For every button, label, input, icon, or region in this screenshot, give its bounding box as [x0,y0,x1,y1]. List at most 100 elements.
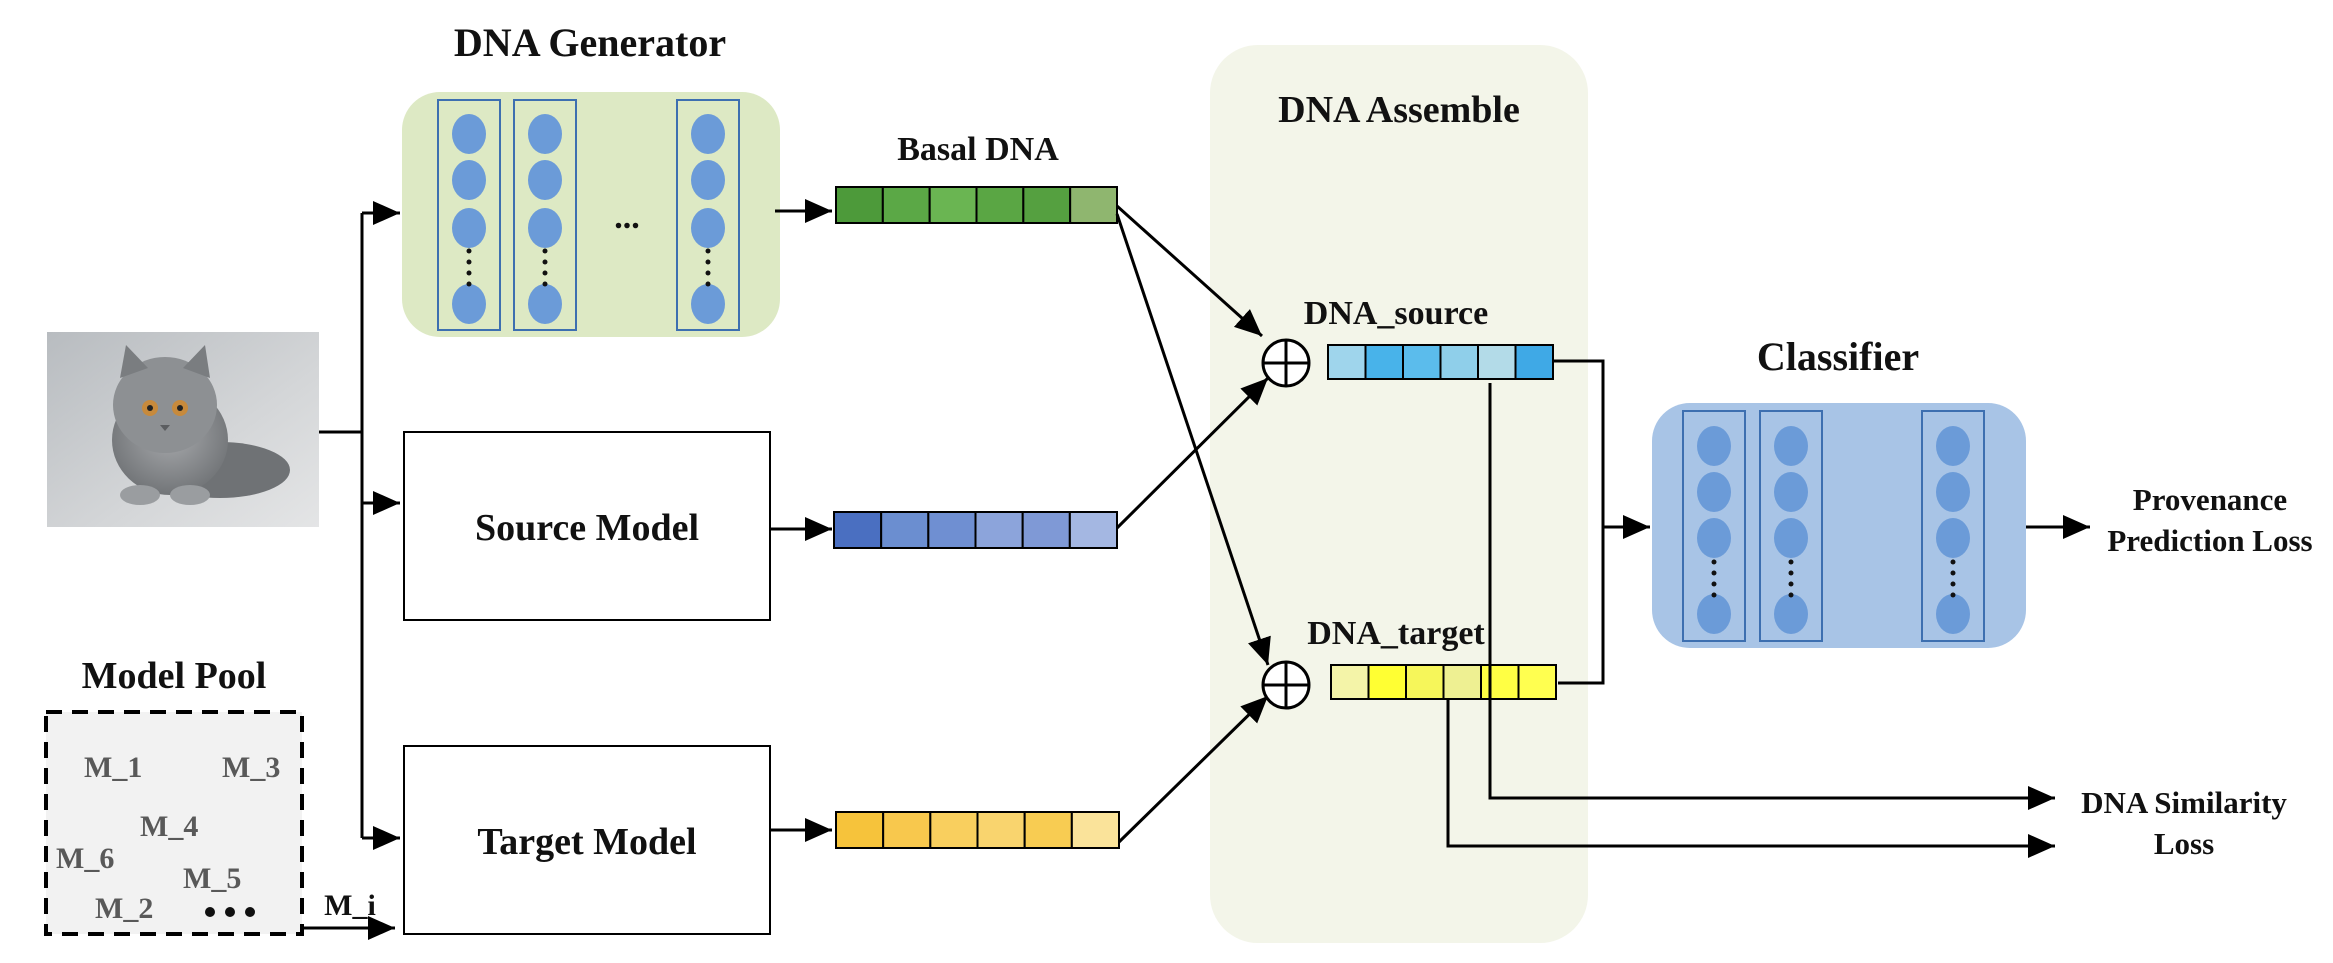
neuron [1697,518,1731,558]
neuron [1697,426,1731,466]
vector-cell [1405,664,1445,700]
neuron [691,284,725,324]
neuron [691,160,725,200]
model-pool-box [44,710,304,936]
pool-item-m5: M_5 [183,862,241,895]
vector-cell [1367,664,1407,700]
vector-cell [1068,511,1119,549]
vector-cell [1070,811,1121,849]
vector-cell [974,511,1024,549]
vector-cell [1517,664,1557,700]
vector-cell [1327,344,1367,380]
neuron-column [1759,410,1823,642]
pool-ellipsis-dots [205,907,255,917]
pool-item-m3: M_3 [222,751,280,784]
vector-cell [976,811,1026,849]
target-model-box [403,745,771,935]
vector-cell [1021,511,1071,549]
neuron [1774,518,1808,558]
similarity-loss-line2: Loss [2154,826,2214,861]
neuron [1936,426,1970,466]
vector-cell [880,511,930,549]
neuron [1697,472,1731,512]
target-feature-vector [835,811,1121,849]
neuron [452,160,486,200]
vector-cell [1364,344,1404,380]
similarity-loss-line1: DNA Similarity [2081,785,2287,820]
neuron-column [437,99,501,331]
cat-photo [47,332,319,527]
vector-cell [1402,344,1442,380]
model-pool-title: Model Pool [82,655,267,697]
vector-cell [1022,186,1072,224]
vector-cell [1477,344,1517,380]
dna-source-vector [1327,344,1554,380]
basal-dna-label: Basal DNA [897,131,1059,168]
provenance-loss-line1: Provenance [2133,482,2287,517]
vector-cell [833,511,883,549]
neuron [528,114,562,154]
provenance-loss-line2: Prediction Loss [2107,523,2312,558]
vector-cell [1514,344,1554,380]
dna-assemble-title: DNA Assemble [1278,89,1520,131]
target-model-label: Target Model [477,821,696,863]
neuron [1774,594,1808,634]
classifier-network [1682,410,1985,642]
input-wires [302,201,400,940]
dna-generator-panel [402,92,780,337]
neuron [691,114,725,154]
output-wires [1446,359,2090,858]
vector-cell [1480,664,1520,700]
vector-cell [1023,811,1073,849]
vector-cell [835,811,885,849]
neuron [691,208,725,248]
neuron-column [1921,410,1985,642]
mi-label: M_i [324,889,376,922]
neuron [1774,426,1808,466]
neuron [452,208,486,248]
dna-generator-network [437,99,740,331]
vector-cell [882,811,932,849]
neuron [1936,594,1970,634]
pool-item-m2: M_2 [95,892,153,925]
vector-cell [975,186,1025,224]
vector-cell [929,811,979,849]
neuron [1697,594,1731,634]
pool-item-m4: M_4 [140,810,198,843]
vector-cell [881,186,931,224]
vector-cell [1330,664,1370,700]
dna-assemble-panel [1210,45,1588,943]
neuron [1936,472,1970,512]
source-feature-vector [833,511,1119,549]
basal-dna-vector [835,186,1118,224]
source-model-box [403,431,771,621]
pool-item-m6: M_6 [56,842,114,875]
vector-cell [928,186,978,224]
neuron [452,284,486,324]
neuron-column [676,99,740,331]
dna-source-label: DNA_source [1304,295,1488,332]
classifier-title: Classifier [1757,334,1919,379]
vector-cell [1069,186,1118,224]
neuron-column [513,99,577,331]
neuron [528,160,562,200]
neuron [1774,472,1808,512]
source-model-label: Source Model [475,507,699,549]
dna-target-vector [1330,664,1557,700]
dna-generator-title: DNA Generator [454,20,726,65]
vector-cell [927,511,977,549]
feature-wires [770,199,1271,844]
vector-cell [1442,664,1482,700]
neuron [528,208,562,248]
neuron [1936,518,1970,558]
neuron [528,284,562,324]
neuron [452,114,486,154]
vector-cell [835,186,884,224]
neuron-column [1682,410,1746,642]
generator-ellipsis: ... [614,199,640,236]
dna-target-label: DNA_target [1307,615,1485,652]
plus-circle-icon [1261,338,1311,388]
plus-circle-icon [1261,660,1311,710]
pool-item-m1: M_1 [84,751,142,784]
